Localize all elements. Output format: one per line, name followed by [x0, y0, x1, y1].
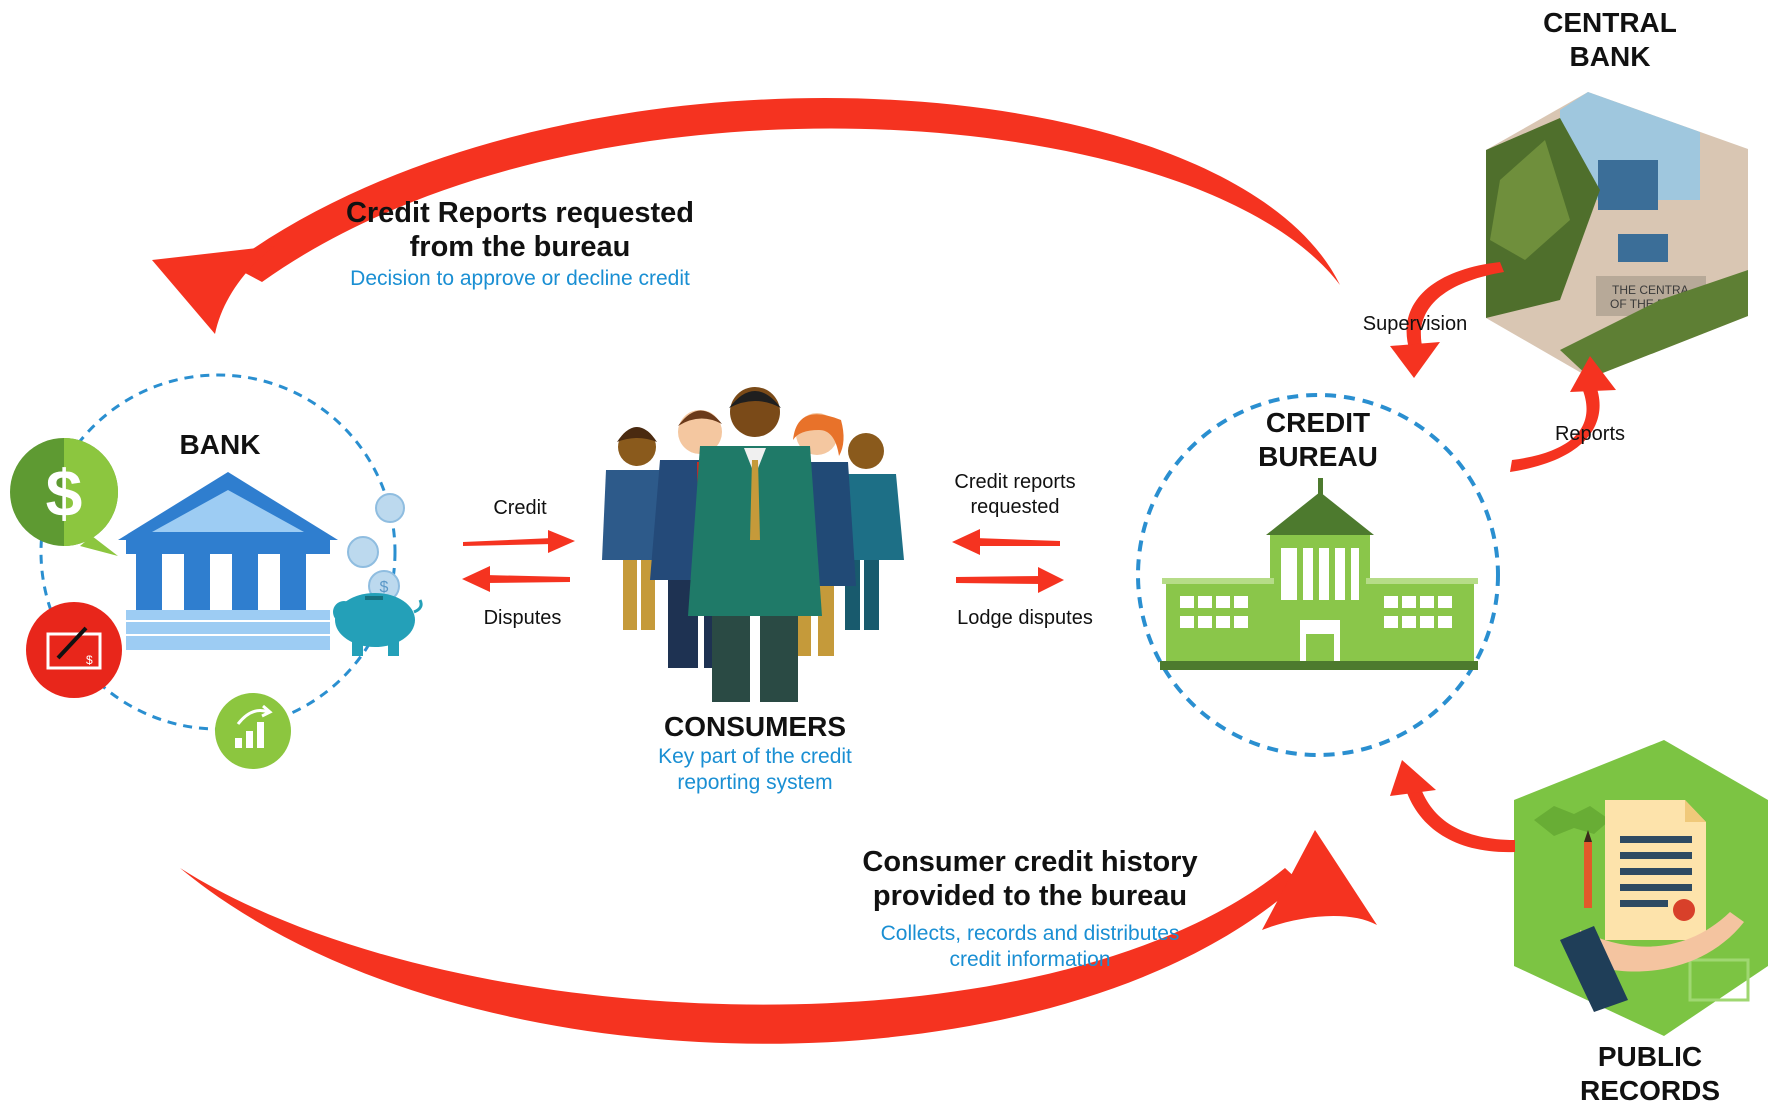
central-bank-sign-line1: THE CENTRA [1612, 283, 1689, 297]
public-records-arrow [1390, 760, 1515, 853]
reports-arrow [1510, 356, 1616, 472]
credit-reports-requested-line2: requested [970, 496, 1060, 518]
bottom-curved-arrow [180, 830, 1377, 1044]
credit-label: Credit [493, 497, 547, 519]
svg-text:$: $ [380, 579, 389, 596]
svg-text:$: $ [46, 456, 83, 530]
lodge-disputes-label: Lodge disputes [957, 607, 1093, 629]
supervision-label: Supervision [1362, 313, 1468, 335]
public-records-title: PUBLIC RECORDS [1560, 1040, 1740, 1108]
supervision-arrow [1390, 262, 1504, 378]
bottom-flow-subtitle-line1: Collects, records and distributes [880, 922, 1180, 945]
bottom-flow-title: Consumer credit history provided to the … [840, 845, 1220, 913]
central-bank-title-line1: CENTRAL [1543, 7, 1677, 38]
public-records-title-line2: RECORDS [1579, 1075, 1720, 1106]
growth-chart-icon [215, 693, 291, 769]
bureau-building-icon [1160, 478, 1478, 670]
signed-check-icon: $ [26, 602, 122, 698]
bottom-flow-subtitle-line2: credit information [949, 948, 1111, 971]
bottom-flow-title-line2: provided to the bureau [872, 880, 1188, 912]
top-flow-subtitle: Decision to approve or decline credit [350, 267, 690, 290]
lodge-disputes-arrow [956, 567, 1064, 593]
piggy-bank-icon [333, 593, 423, 656]
credit-bureau-title: CREDIT BUREAU [1220, 406, 1416, 474]
top-flow-title-line1: Credit Reports requested [345, 197, 695, 229]
central-bank-photo: THE CENTRA OF THE BAHA [1486, 92, 1748, 378]
credit-bureau-title-line2: BUREAU [1258, 441, 1378, 472]
bottom-flow-subtitle: Collects, records and distributes credit… [840, 921, 1220, 973]
credit-reports-requested-line1: Credit reports [954, 471, 1076, 493]
top-flow-title: Credit Reports requested from the bureau [320, 196, 720, 264]
svg-text:$: $ [86, 653, 93, 667]
top-flow-title-line2: from the bureau [409, 231, 631, 263]
disputes-label: Disputes [483, 607, 562, 629]
consumers-group-icon [602, 387, 904, 702]
credit-bureau-title-line1: CREDIT [1265, 407, 1371, 438]
credit-arrow [463, 530, 575, 553]
consumers-subtitle-line1: Key part of the credit [658, 745, 852, 768]
consumers-title: CONSUMERS [663, 711, 846, 742]
disputes-arrow [462, 566, 570, 592]
central-bank-title: CENTRAL BANK [1520, 6, 1700, 74]
consumers-subtitle-line2: reporting system [677, 771, 833, 794]
bank-building-icon [118, 472, 338, 650]
bureau-dashed-circle [1136, 393, 1500, 757]
credit-reports-requested-label: Credit reports requested [930, 470, 1100, 520]
document-in-hand-icon [1560, 800, 1744, 1012]
public-records-title-line1: PUBLIC [1597, 1041, 1703, 1072]
bottom-flow-title-line1: Consumer credit history [862, 846, 1198, 878]
consumers-subtitle: Key part of the credit reporting system [620, 744, 890, 796]
credit-reports-requested-arrow [952, 529, 1060, 555]
top-curved-arrow [152, 98, 1340, 334]
central-bank-title-line2: BANK [1569, 41, 1651, 72]
bank-title: BANK [179, 429, 261, 460]
reports-label: Reports [1554, 423, 1626, 445]
dollar-speech-bubble-icon: $ [10, 438, 118, 556]
